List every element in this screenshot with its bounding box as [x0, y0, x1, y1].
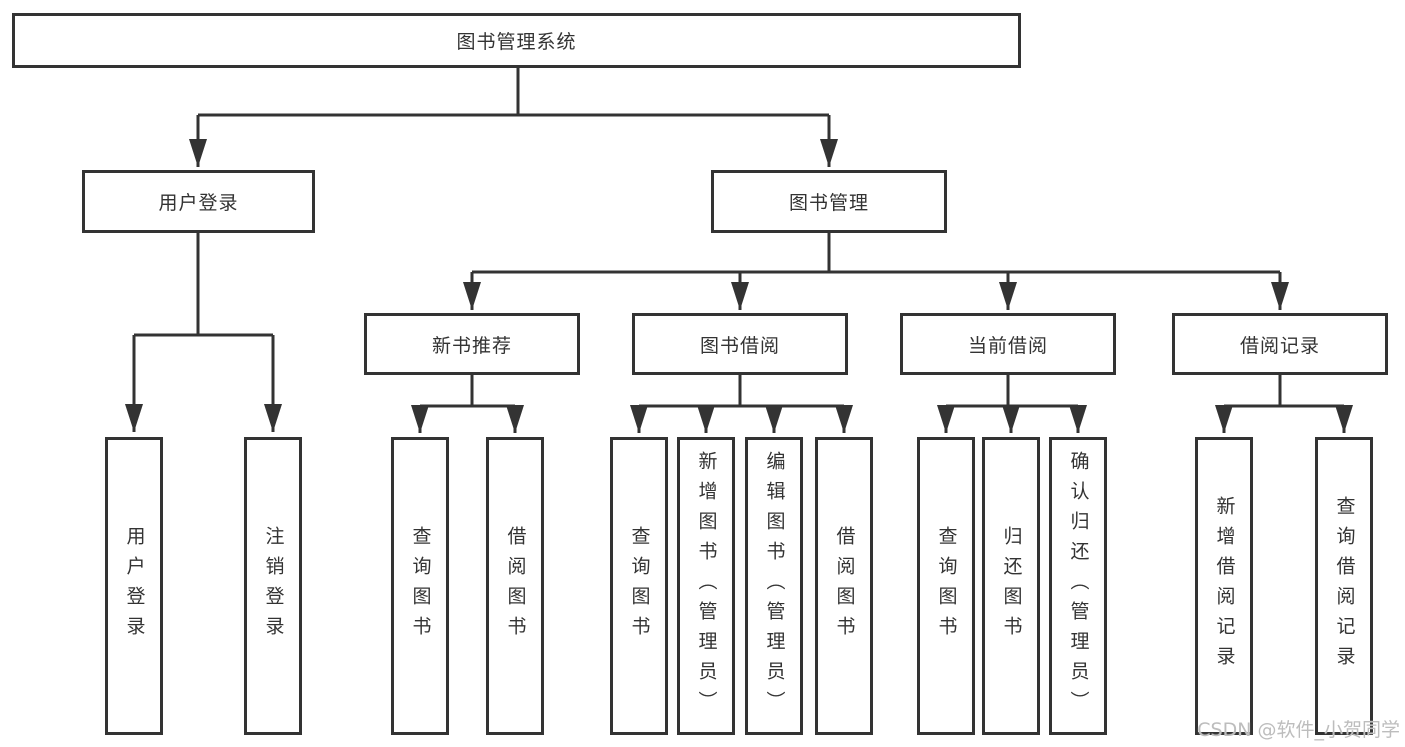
node-book-management: 图书管理	[711, 170, 947, 233]
connector-root	[189, 68, 838, 167]
connector-group-current-borrow	[937, 375, 1087, 433]
leaf-label: 新增借阅记录	[1213, 496, 1236, 676]
node-book-borrow: 图书借阅	[632, 313, 848, 375]
leaf-borrow-books-1: 借阅图书	[486, 437, 544, 735]
node-label: 图书管理系统	[456, 31, 577, 53]
leaf-label: 借阅图书	[833, 526, 856, 646]
leaf-query-books-1: 查询图书	[391, 437, 449, 735]
node-label: 图书借阅	[699, 334, 780, 357]
leaf-query-books-2: 查询图书	[610, 437, 668, 735]
node-root-system: 图书管理系统	[12, 13, 1021, 68]
leaf-label: 用户登录	[123, 526, 146, 646]
leaf-label: 查询图书	[935, 526, 958, 646]
leaf-label: 查询借阅记录	[1333, 496, 1356, 676]
node-new-book-recommend: 新书推荐	[364, 313, 580, 375]
node-label: 用户登录	[158, 192, 239, 214]
leaf-borrow-books-2: 借阅图书	[815, 437, 873, 735]
leaf-label: 查询图书	[409, 526, 432, 646]
leaf-add-books-admin: 新增图书（管理员）	[677, 437, 735, 735]
leaf-label: 编辑图书（管理员）	[763, 451, 786, 721]
leaf-return-books: 归还图书	[982, 437, 1040, 735]
leaf-label: 归还图书	[1000, 526, 1023, 646]
connector-book-management	[463, 233, 1289, 310]
leaf-query-books-3: 查询图书	[917, 437, 975, 735]
leaf-edit-books-admin: 编辑图书（管理员）	[745, 437, 803, 735]
leaf-query-borrow-record: 查询借阅记录	[1315, 437, 1373, 735]
leaf-add-borrow-record: 新增借阅记录	[1195, 437, 1253, 735]
connector-group-new-book	[411, 375, 524, 433]
connector-user-login	[125, 233, 282, 432]
leaf-label: 确认归还（管理员）	[1067, 451, 1090, 721]
leaf-label: 查询图书	[628, 526, 651, 646]
node-borrow-records: 借阅记录	[1172, 313, 1388, 375]
leaf-logout: 注销登录	[244, 437, 302, 735]
node-label: 新书推荐	[431, 334, 512, 357]
leaf-user-login: 用户登录	[105, 437, 163, 735]
node-label: 图书管理	[788, 192, 869, 214]
leaf-label: 借阅图书	[504, 526, 527, 646]
node-current-borrow: 当前借阅	[900, 313, 1116, 375]
connector-group-book-borrow	[630, 375, 853, 433]
node-label: 当前借阅	[967, 334, 1048, 357]
node-user-login: 用户登录	[82, 170, 315, 233]
connector-group-borrow-records	[1215, 375, 1353, 433]
leaf-label: 新增图书（管理员）	[695, 451, 718, 721]
leaf-confirm-return-admin: 确认归还（管理员）	[1049, 437, 1107, 735]
leaf-label: 注销登录	[262, 526, 285, 646]
csdn-watermark: CSDN @软件_小贺同学	[1197, 719, 1400, 741]
node-label: 借阅记录	[1239, 334, 1320, 357]
